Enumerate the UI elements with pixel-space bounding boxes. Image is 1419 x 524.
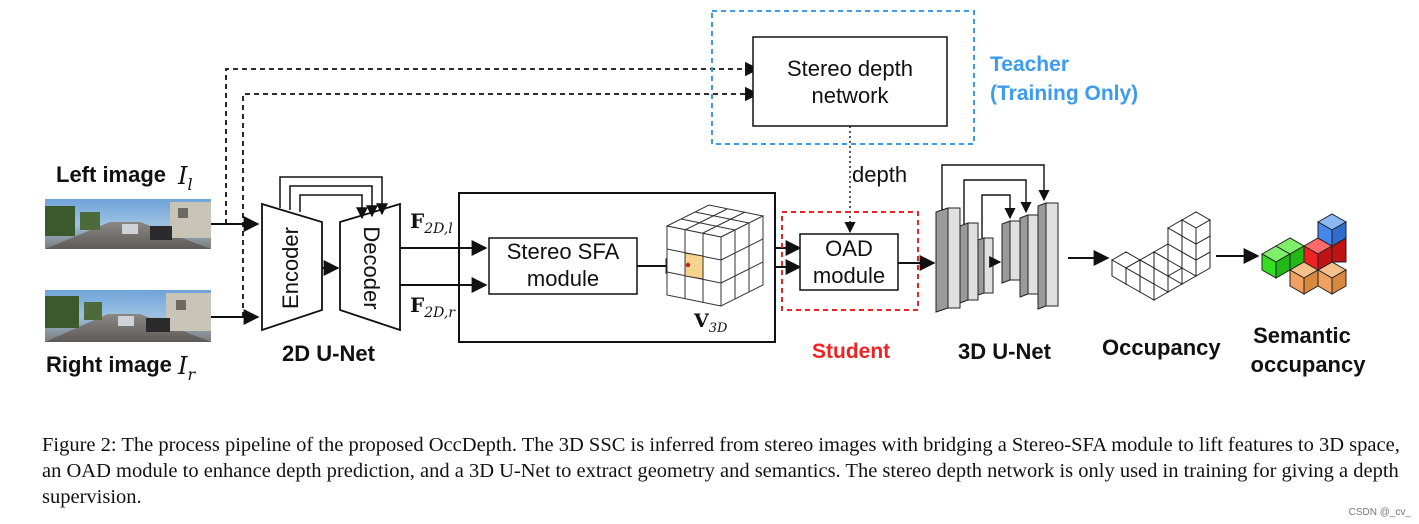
- f-right-label: F2D,r: [410, 293, 456, 321]
- skip-connection-inner: [299, 194, 368, 220]
- unet2d-label: 2D U-Net: [282, 341, 376, 366]
- oad-module-box: [799, 233, 899, 291]
- semantic-occupancy-line1: Semantic: [1253, 323, 1351, 348]
- oad-line1: OAD: [825, 236, 873, 261]
- left-image-teacher-dashed-arrow: [225, 61, 760, 224]
- unet3d-label: 3D U-Net: [958, 339, 1052, 364]
- stereo-depth-line2: network: [811, 83, 889, 108]
- depth-label: depth: [852, 162, 907, 187]
- occupancy-label: Occupancy: [1102, 335, 1221, 360]
- student-dashed-box: [781, 211, 919, 311]
- voxel-highlight: [684, 252, 704, 280]
- skip-connection-middle: [289, 185, 378, 218]
- encoder-block: [261, 202, 323, 332]
- student-label: Student: [812, 340, 890, 363]
- watermark: CSDN @_cv_: [1348, 507, 1411, 518]
- stereo-depth-network-box: [752, 36, 948, 127]
- v3d-label: V3D: [693, 310, 728, 336]
- unet3d-skip-inner: [981, 194, 1016, 238]
- left-image-symbol: Il: [177, 162, 193, 194]
- encoder-label: Encoder: [278, 227, 303, 309]
- semantic-occupancy-line2: occupancy: [1251, 352, 1367, 377]
- left-image-photo: [45, 199, 211, 249]
- f-left-label: F2D,l: [410, 209, 453, 237]
- stereo-depth-line1: Stereo depth: [787, 56, 913, 81]
- teacher-training-only-label: (Training Only): [990, 82, 1138, 105]
- voxel-point: [685, 262, 691, 268]
- semantic-occupancy-voxels: [1260, 213, 1348, 295]
- decoder-label: Decoder: [359, 226, 384, 309]
- right-image-photo: [45, 290, 211, 342]
- stereo-sfa-line1: Stereo SFA: [507, 239, 620, 264]
- unet3d-skip-outer: [941, 164, 1050, 210]
- right-image-symbol: Ir: [177, 352, 196, 384]
- right-image-teacher-dashed-arrow: [242, 86, 760, 317]
- pipeline-diagram: Left image Il Right image Ir Encoder Dec…: [45, 10, 1367, 384]
- unet3d-skip-middle: [963, 179, 1032, 224]
- right-image-label: Right image: [46, 352, 172, 377]
- unet3d-blocks: [935, 202, 1059, 313]
- voxel-volume-cube: [665, 204, 765, 307]
- occupancy-voxels: [1111, 211, 1211, 301]
- figure-caption: Figure 2: The process pipeline of the pr…: [42, 434, 1400, 508]
- skip-connection-outer: [279, 176, 388, 216]
- teacher-dashed-box: [711, 10, 975, 145]
- left-image-label: Left image: [56, 162, 166, 187]
- stereo-sfa-line2: module: [527, 266, 599, 291]
- teacher-label: Teacher: [990, 53, 1069, 76]
- oad-line2: module: [813, 263, 885, 288]
